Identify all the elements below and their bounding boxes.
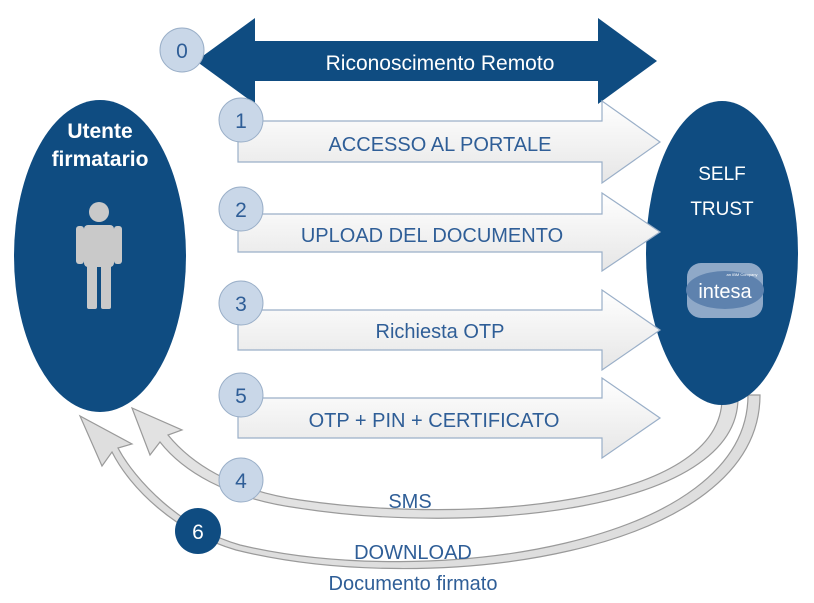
- return-arrow-sms: [130, 397, 739, 519]
- step-6-label-line1: DOWNLOAD: [354, 542, 472, 564]
- step-1-label: ACCESSO AL PORTALE: [328, 134, 551, 156]
- step-0-label: Riconoscimento Remoto: [326, 52, 555, 75]
- left-node-title-line1: Utente: [67, 120, 132, 143]
- intesa-logo: intesa an IBM Company: [686, 263, 764, 318]
- right-node-self-trust: SELF TRUST intesa an IBM Company: [646, 101, 798, 405]
- step-0-number: 0: [176, 40, 188, 63]
- left-node-utente-firmatario: Utente firmatario: [14, 100, 186, 412]
- right-node-title-line2: TRUST: [690, 199, 754, 220]
- step-0-badge: 0: [159, 27, 205, 73]
- step-6-badge: 6: [175, 508, 221, 554]
- intesa-logo-text: intesa: [698, 281, 752, 303]
- step-3-badge: 3: [218, 280, 264, 326]
- return-arrow-download: [78, 394, 761, 570]
- step-5-number: 5: [235, 385, 247, 408]
- step-2-badge: 2: [218, 186, 264, 232]
- step-2-label: UPLOAD DEL DOCUMENTO: [301, 225, 563, 247]
- person-icon: [76, 202, 122, 309]
- step-4-label: SMS: [388, 491, 431, 513]
- step-1-arrow: ACCESSO AL PORTALE: [237, 99, 662, 185]
- step-2-arrow: UPLOAD DEL DOCUMENTO: [237, 191, 662, 273]
- step-5-label: OTP + PIN + CERTIFICATO: [309, 410, 560, 432]
- step-3-arrow: Richiesta OTP: [237, 288, 662, 372]
- step-0-double-arrow: Riconoscimento Remoto: [196, 18, 657, 104]
- intesa-logo-small-text: an IBM Company: [727, 272, 758, 277]
- step-5-badge: 5: [218, 372, 264, 418]
- step-3-label: Richiesta OTP: [376, 321, 505, 343]
- step-5-arrow: OTP + PIN + CERTIFICATO: [237, 376, 662, 460]
- step-3-number: 3: [235, 293, 247, 316]
- step-6-label-line2: Documento firmato: [329, 573, 498, 595]
- right-node-title-line1: SELF: [698, 164, 746, 185]
- step-6-number: 6: [192, 521, 204, 544]
- step-4-badge: 4: [218, 457, 264, 503]
- step-1-badge: 1: [218, 97, 264, 143]
- step-1-number: 1: [235, 110, 247, 133]
- step-2-number: 2: [235, 199, 247, 222]
- step-4-number: 4: [235, 470, 247, 493]
- left-node-title-line2: firmatario: [52, 148, 149, 171]
